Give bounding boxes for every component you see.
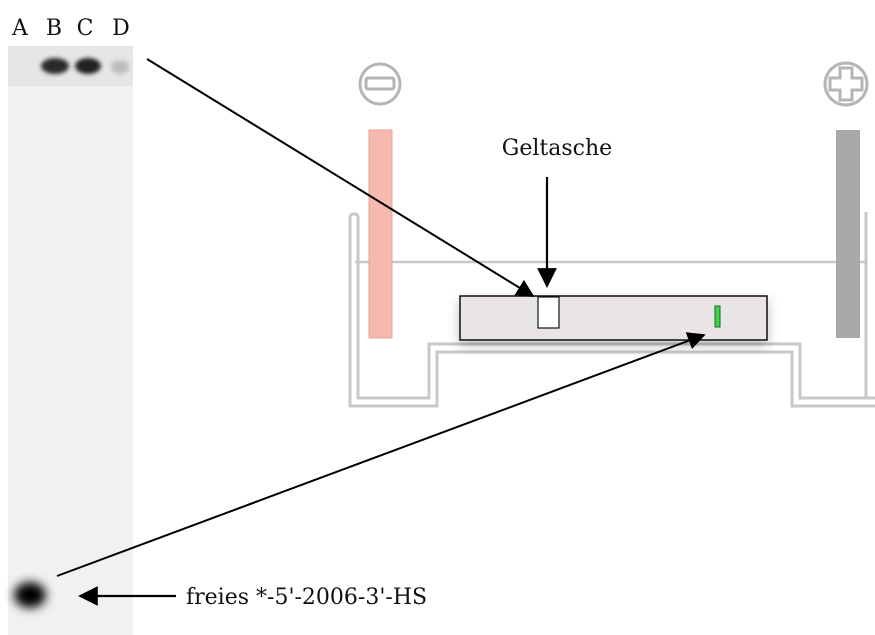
lane-label-a: A bbox=[11, 16, 29, 41]
well-label: Geltasche bbox=[502, 136, 612, 161]
gel-slab bbox=[459, 295, 768, 341]
lane-label-d: D bbox=[112, 16, 130, 41]
free-probe-label: freies *-5'-2006-3'-HS bbox=[186, 585, 427, 610]
minus-icon bbox=[358, 62, 402, 106]
band-lane-c bbox=[75, 58, 101, 74]
dye-band bbox=[714, 305, 721, 328]
buffer-tank bbox=[348, 212, 875, 408]
gel-well bbox=[537, 296, 560, 329]
band-lane-d bbox=[111, 60, 129, 74]
gel-image bbox=[8, 46, 133, 635]
free-probe-band bbox=[14, 582, 46, 608]
lane-label-c: C bbox=[77, 16, 94, 41]
anode-electrode bbox=[836, 130, 860, 338]
arrow-free-probe-to-dye bbox=[56, 332, 706, 577]
arrow-gel-top-to-well bbox=[146, 58, 535, 297]
band-lane-b bbox=[41, 58, 69, 74]
lane-label-b: B bbox=[46, 16, 62, 41]
plus-icon bbox=[823, 61, 869, 107]
cathode-electrode bbox=[368, 129, 393, 339]
